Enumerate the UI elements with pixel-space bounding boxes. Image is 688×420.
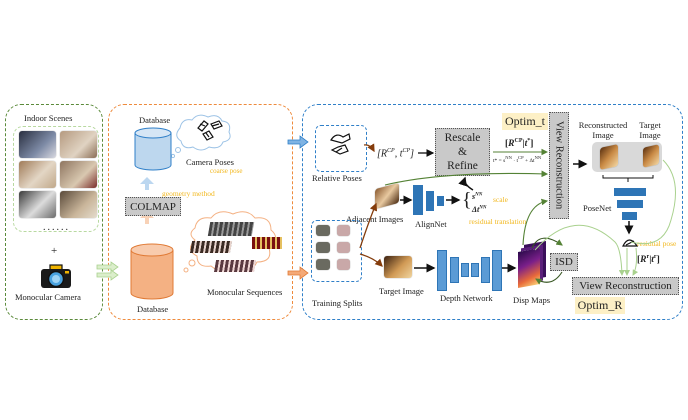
- alignnet-label: AlignNet: [415, 219, 447, 229]
- posenet-layer: [622, 212, 637, 220]
- depth-network-layer: [461, 263, 469, 277]
- scenes-grid-frame: [13, 126, 99, 232]
- training-split-thumb: [316, 225, 330, 236]
- brace: {: [462, 189, 472, 211]
- plus-sign: +: [51, 245, 58, 257]
- alignnet-layer: [437, 196, 444, 206]
- depth-network-layer: [437, 250, 447, 291]
- residual-pose-note: residual pose: [637, 239, 677, 248]
- monocular-sequences-strip: [252, 237, 282, 249]
- monocular-sequences-label: Monocular Sequences: [207, 287, 283, 297]
- adjacent-images-label: Adjacent Images: [346, 214, 404, 224]
- indoor-scenes-title: Indoor Scenes: [24, 113, 73, 123]
- relative-poses-icon: [328, 130, 354, 162]
- optim-t-badge: Optim_t: [502, 113, 548, 130]
- disp-maps-label: Disp Maps: [513, 295, 551, 305]
- bottom-database-cylinder-icon: [130, 243, 174, 301]
- rescale-label: Rescale: [444, 132, 481, 144]
- scene-photo: [60, 191, 97, 218]
- depth-network-layer: [450, 257, 459, 283]
- optim-r-badge: Optim_R: [575, 297, 625, 314]
- scenes-ellipsis: ......: [43, 222, 70, 233]
- camera-icon: [40, 264, 72, 289]
- rcp-tcp-formula: [RCP, tCP]: [377, 148, 415, 160]
- geometry-method-note: geometry method: [162, 189, 215, 198]
- isd-label: ISD: [555, 256, 573, 268]
- scenes-panel: [5, 104, 103, 320]
- scene-photo: [19, 191, 56, 218]
- target-image-top-label: Target Image: [639, 120, 661, 140]
- colmap-label: COLMAP: [130, 200, 176, 213]
- training-split-thumb: [316, 259, 330, 270]
- posenet-label: PoseNet: [583, 203, 612, 213]
- residual-pose-icon: [621, 236, 639, 248]
- colmap-box: COLMAP: [125, 197, 181, 216]
- camera-poses-label: Camera Poses: [186, 157, 234, 167]
- training-splits-box: [311, 220, 362, 282]
- rcp-tstar-formula: [RCP|t*]: [505, 138, 534, 150]
- pipeline-panel: [302, 104, 683, 320]
- isd-box: ISD: [550, 253, 578, 271]
- training-split-thumb: [337, 225, 350, 236]
- view-reconstruction-bottom-label: View Reconstruction: [579, 280, 672, 292]
- depth-network-layer: [481, 257, 490, 283]
- bottom-database-label: Database: [137, 304, 169, 314]
- optim-t-label: Optim_t: [504, 114, 545, 128]
- depth-network-layer: [471, 263, 479, 277]
- top-database-label: Database: [139, 115, 171, 125]
- relative-poses-box: [315, 125, 367, 172]
- scene-photo: [60, 161, 97, 188]
- alignnet-layer: [426, 191, 434, 211]
- alignnet-layer: [413, 185, 423, 215]
- camera-poses-icon: [195, 118, 230, 142]
- residual-translation-note: residual translation: [469, 217, 527, 226]
- tstar-formula: t* = sNN · tCP + ΔtNN: [493, 155, 542, 164]
- scale-note: scale: [493, 195, 508, 204]
- target-image: [384, 256, 412, 278]
- training-split-thumb: [316, 242, 330, 253]
- depth-network-layer: [492, 250, 502, 291]
- view-reconstruction-vertical-box: View Reconstruction: [549, 112, 569, 219]
- view-reconstruction-bottom-box: View Reconstruction: [572, 277, 679, 295]
- scene-photo: [60, 131, 97, 158]
- rr-tr-formula: [Rr|tr]: [637, 254, 660, 266]
- posenet-layer: [614, 188, 646, 196]
- training-split-thumb: [337, 259, 350, 270]
- target-image-label: Target Image: [379, 286, 424, 296]
- s-nn-label: sNN: [472, 192, 483, 201]
- refine-label: Refine: [447, 160, 478, 172]
- ampersand-label: &: [458, 146, 467, 158]
- scene-photo: [19, 131, 56, 158]
- training-split-thumb: [337, 242, 350, 253]
- monocular-camera-label: Monocular Camera: [15, 292, 81, 302]
- relative-poses-label: Relative Poses: [312, 173, 362, 183]
- view-reconstruction-vertical-label: View Reconstruction: [553, 121, 565, 210]
- coarse-pose-note: coarse pose: [210, 167, 243, 175]
- dt-nn-label: ΔtNN: [472, 205, 487, 214]
- database-panel: [108, 104, 293, 320]
- top-database-cylinder-icon: [134, 127, 172, 171]
- posenet-layer: [617, 200, 643, 208]
- reconstructed-image-label: Reconstructed Image: [578, 120, 628, 140]
- optim-r-label: Optim_R: [577, 298, 623, 312]
- scene-photo: [19, 161, 56, 188]
- rescale-refine-box: Rescale & Refine: [435, 128, 490, 176]
- depth-network-label: Depth Network: [440, 293, 493, 303]
- training-splits-label: Training Splits: [312, 298, 363, 308]
